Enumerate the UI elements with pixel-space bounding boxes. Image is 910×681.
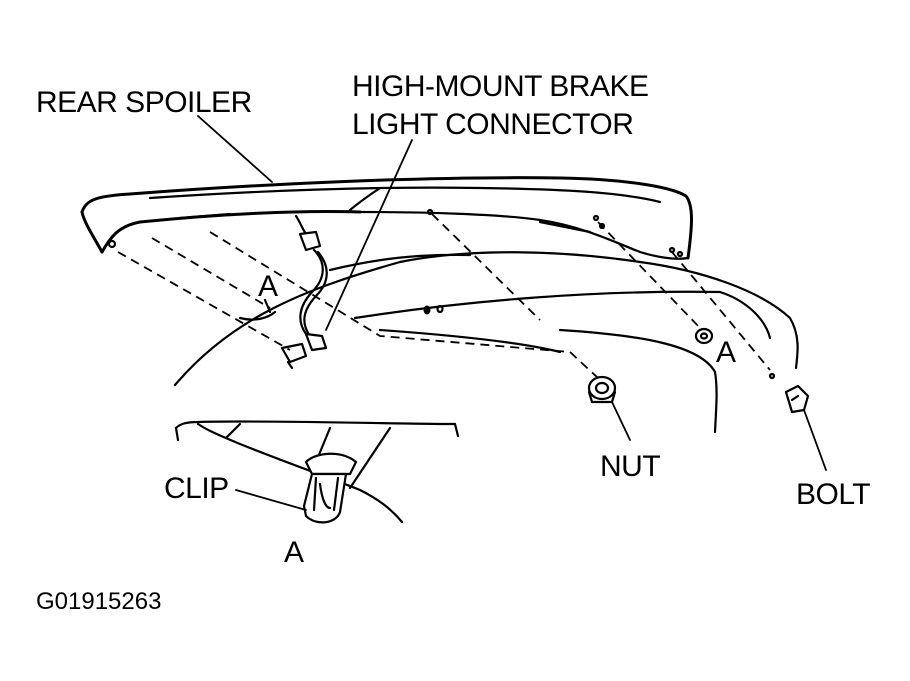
leader-lines — [197, 115, 827, 511]
clip-detail-inset — [174, 420, 460, 524]
label-nut: NUT — [600, 450, 660, 483]
label-brake-light-line1: HIGH-MOUNT BRAKE — [352, 70, 648, 103]
clip-part-main — [117, 251, 308, 370]
washer-part — [694, 327, 714, 345]
brake-light-wiring — [294, 214, 328, 352]
rear-spoiler — [80, 176, 693, 260]
bolt-part — [768, 372, 810, 414]
alignment-dashed-lines — [151, 213, 771, 379]
figure-id: G01915263 — [36, 588, 161, 615]
label-clip: CLIP — [164, 472, 229, 505]
brake-light-connector-plug — [304, 332, 328, 352]
label-rear-spoiler: REAR SPOILER — [36, 86, 252, 119]
nut-part — [587, 375, 617, 404]
label-brake-light-line2: LIGHT CONNECTOR — [352, 108, 633, 141]
label-point-a-right: A — [716, 336, 736, 369]
trunk-body-outline — [173, 251, 799, 434]
label-point-a-detail: A — [284, 536, 304, 569]
label-point-a-left: A — [258, 270, 278, 303]
label-bolt: BOLT — [796, 478, 870, 511]
